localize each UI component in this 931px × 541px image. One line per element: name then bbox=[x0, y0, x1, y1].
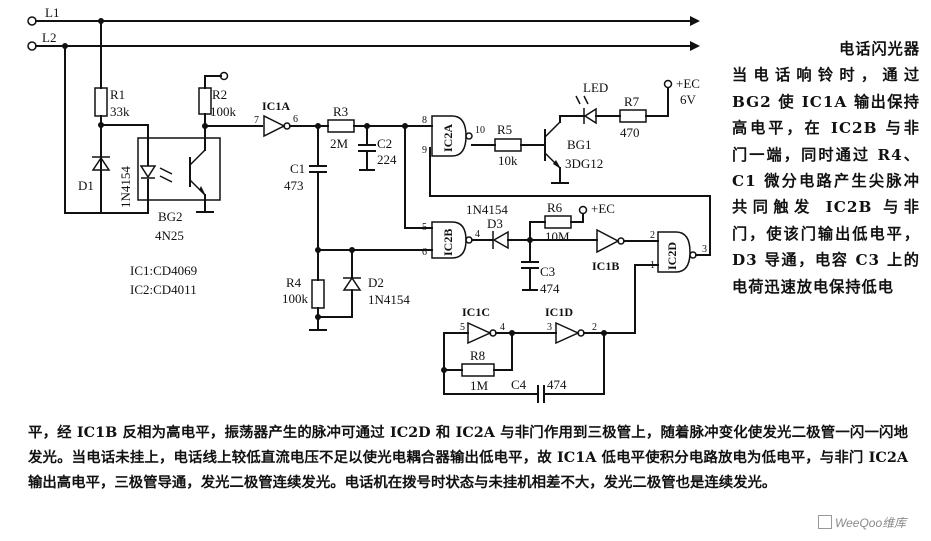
ic1a-pin-in: 7 bbox=[254, 115, 259, 126]
ic1a-section: IC1A 7 6 R3 2M C2 224 C1 473 bbox=[254, 99, 433, 251]
r4-value: 100k bbox=[282, 291, 309, 306]
c4-value: 474 bbox=[547, 377, 567, 392]
side-description: 电话闪光器 当电话响铃时，通过 BG2 使 IC1A 输出保持高电平，在 IC2… bbox=[732, 36, 920, 300]
ic2b-pin-2: 6 bbox=[422, 247, 427, 258]
r7-value: 470 bbox=[620, 125, 640, 140]
bg1-label: BG1 bbox=[567, 137, 592, 152]
ic1b-label: IC1B bbox=[592, 259, 619, 273]
r2-label: R2 bbox=[212, 87, 227, 102]
ic1a-pin-out: 6 bbox=[293, 114, 298, 125]
input-coupler-section: R1 33k D1 1N4154 BG2 4N25 R2 bbox=[64, 20, 263, 297]
watermark-logo-icon bbox=[818, 515, 832, 529]
bg1-type: 3DG12 bbox=[565, 156, 603, 171]
d2-label: D2 bbox=[368, 275, 384, 290]
r1-label: R1 bbox=[110, 87, 125, 102]
r4-label: R4 bbox=[286, 275, 302, 290]
ic2d-gate bbox=[657, 231, 691, 273]
bg2-type: 4N25 bbox=[155, 228, 184, 243]
ec1-value: 6V bbox=[680, 92, 697, 107]
ic2a-pin-2: 9 bbox=[422, 145, 427, 156]
ic1b-inverter bbox=[596, 228, 620, 254]
ic1d-pin-in: 3 bbox=[547, 322, 552, 333]
ic1b-ic2d-section: IC1B IC2D 2 1 3 bbox=[592, 228, 711, 334]
ic1c-pin-in: 5 bbox=[460, 322, 465, 333]
line-l2-label: L2 bbox=[42, 30, 56, 45]
r1-value: 33k bbox=[110, 104, 130, 119]
ic1c-pin-out: 4 bbox=[500, 322, 505, 333]
watermark-text: WeeQoo维库 bbox=[835, 516, 907, 530]
d1-type: 1N4154 bbox=[118, 166, 133, 208]
ic2-part: IC2:CD4011 bbox=[130, 282, 197, 297]
description-title: 电话闪光器 bbox=[839, 40, 920, 58]
r8-value: 1M bbox=[470, 378, 489, 393]
d1-label: D1 bbox=[78, 178, 94, 193]
ic2a-label: IC2A bbox=[441, 124, 455, 152]
ic2d-pin-out: 3 bbox=[702, 244, 707, 255]
r6-label: R6 bbox=[547, 200, 563, 215]
ic1d-inverter bbox=[555, 321, 580, 345]
ic1-part: IC1:CD4069 bbox=[130, 263, 197, 278]
ic2b-label: IC2B bbox=[441, 229, 455, 256]
d2-type: 1N4154 bbox=[368, 292, 410, 307]
bg2-label: BG2 bbox=[158, 209, 183, 224]
r2-value: 100k bbox=[210, 104, 237, 119]
led-label: LED bbox=[583, 80, 608, 95]
ic2a-section: IC2A 8 9 10 R5 10k bbox=[422, 115, 711, 256]
r5-label: R5 bbox=[497, 122, 512, 137]
bg2-optocoupler bbox=[137, 137, 221, 201]
ic2d-pin-1: 2 bbox=[650, 230, 655, 241]
r5-value: 10k bbox=[498, 153, 518, 168]
line-l1-label: L1 bbox=[45, 5, 59, 20]
c1-value: 473 bbox=[284, 178, 304, 193]
r6-value: 10M bbox=[545, 229, 570, 244]
ic2d-label: IC2D bbox=[665, 242, 679, 270]
oscillator-section: IC1C 5 4 IC1D 3 2 R8 1M C4 474 bbox=[441, 305, 636, 403]
ic2b-pin-out: 4 bbox=[475, 229, 480, 240]
ic1c-inverter bbox=[467, 321, 492, 345]
r4-d2-section: R4 100k D2 1N4154 bbox=[282, 247, 433, 331]
ic1c-label: IC1C bbox=[462, 305, 490, 319]
watermark: WeeQoo维库 bbox=[818, 514, 906, 531]
description-side-text: 当电话响铃时，通过 BG2 使 IC1A 输出保持高电平，在 IC2B 与非门一… bbox=[732, 66, 920, 296]
c4-label: C4 bbox=[511, 377, 527, 392]
ic1a-inverter bbox=[263, 114, 286, 138]
ic1a-label: IC1A bbox=[262, 99, 290, 113]
c3-value: 474 bbox=[540, 281, 560, 296]
ic2a-pin-1: 8 bbox=[422, 115, 427, 126]
r7-label: R7 bbox=[624, 94, 640, 109]
c2-value: 224 bbox=[377, 152, 397, 167]
ic1d-pin-out: 2 bbox=[592, 322, 597, 333]
c3-label: C3 bbox=[540, 264, 555, 279]
r8-label: R8 bbox=[470, 348, 485, 363]
ec1-label: +EC bbox=[676, 76, 700, 91]
r3-label: R3 bbox=[333, 104, 348, 119]
c1-label: C1 bbox=[290, 161, 305, 176]
ec2-label: +EC bbox=[591, 201, 615, 216]
ic1d-label: IC1D bbox=[545, 305, 573, 319]
r3-value: 2M bbox=[330, 136, 349, 151]
output-driver-section: BG1 3DG12 LED R7 470 +EC 6V bbox=[544, 76, 700, 184]
ic2a-pin-out: 10 bbox=[475, 125, 485, 136]
phone-lines: L1 L2 bbox=[27, 5, 700, 51]
bottom-description: 平，经 IC1B 反相为高电平，振荡器产生的脉冲可通过 IC2D 和 IC2A … bbox=[28, 424, 908, 491]
d3-label: D3 bbox=[487, 216, 503, 231]
ic2b-section: IC2B 5 6 4 1N4154 D3 R6 +EC 10M C3 474 bbox=[404, 125, 615, 296]
d3-type: 1N4154 bbox=[466, 202, 508, 217]
c2-label: C2 bbox=[377, 136, 392, 151]
